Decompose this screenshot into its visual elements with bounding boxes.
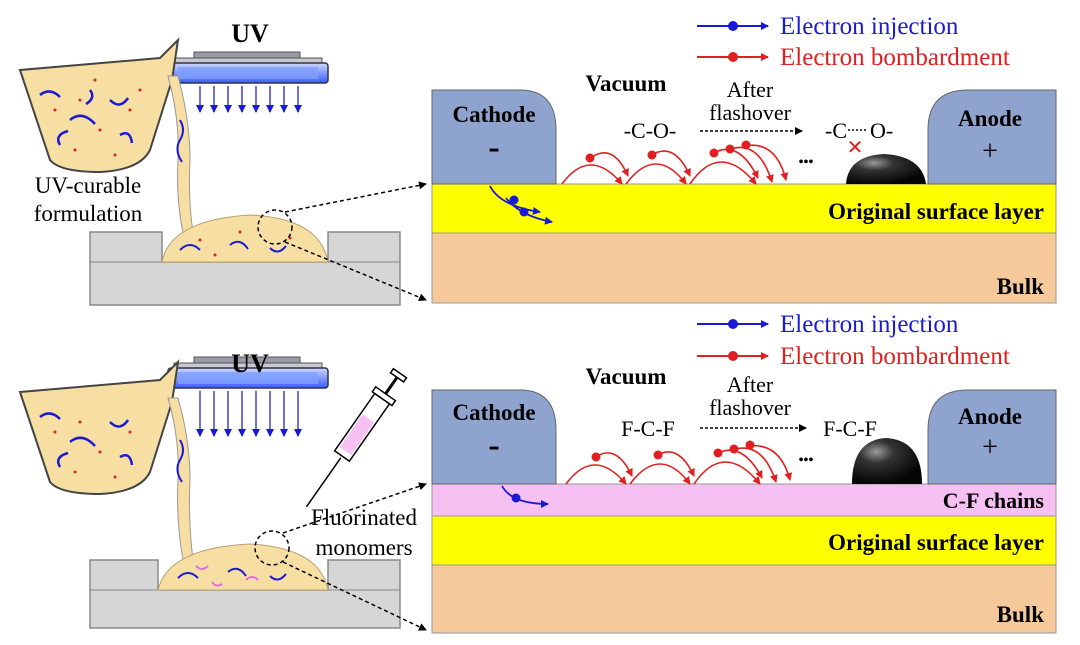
substrate-mold	[89, 209, 401, 306]
after-flashover-line2-bottom: flashover	[709, 395, 792, 420]
cathode-electrode	[431, 89, 557, 185]
surface-layer-label: Original surface layer	[828, 199, 1044, 224]
surface-layer-bottom	[431, 515, 1057, 566]
uv-label-bottom: UV	[231, 349, 269, 378]
legend-top: Electron injection Electron bombardment	[697, 13, 1010, 71]
bottom-preparation: UV Fluorinated monomers	[18, 349, 427, 631]
monomer-label-line2: monomers	[315, 535, 412, 560]
anode-label: Anode	[958, 106, 1022, 131]
group-before: -C-O-	[624, 118, 677, 143]
legend-injection-electron	[728, 21, 738, 31]
anode-label-bottom: Anode	[958, 404, 1022, 429]
legend-bombardment-label: Electron bombardment	[780, 44, 1010, 71]
top-layers: Original surface layer Bulk Cathode - An…	[431, 71, 1057, 304]
injection-bottom	[501, 485, 549, 508]
cf-chains-layer	[431, 483, 1057, 517]
anode-electrode-bottom	[927, 389, 1057, 485]
legend-bottom: Electron injection Electron bombardment	[697, 311, 1010, 370]
uv-label: UV	[231, 19, 269, 48]
legend-bombardment-electron	[728, 52, 738, 62]
group-after-o: O-	[870, 118, 893, 143]
droplet-bottom	[852, 438, 922, 484]
cf-label: C-F chains	[943, 488, 1045, 513]
group-before-bottom: F-C-F	[621, 416, 675, 441]
bulk-label: Bulk	[997, 274, 1045, 299]
pour-stream	[167, 75, 194, 233]
cathode-sign-bottom: -	[488, 427, 499, 464]
beaker-icon-bottom	[18, 359, 180, 496]
anode-sign-bottom: +	[982, 432, 998, 463]
vacuum-label: Vacuum	[586, 71, 667, 96]
legend-injection-label-bottom: Electron injection	[780, 311, 959, 338]
after-flashover-line1: After	[727, 77, 774, 102]
group-after-bottom: F-C-F	[823, 416, 877, 441]
after-flashover-line2: flashover	[709, 100, 792, 125]
zoom-line-lower	[284, 241, 427, 302]
bombardment-electrons-bottom	[591, 440, 755, 462]
cathode-label-bottom: Cathode	[452, 400, 535, 425]
group-after: -C	[825, 118, 847, 143]
syringe-icon	[305, 367, 408, 508]
uv-lamp-icon	[167, 51, 329, 113]
ellipsis: •••	[799, 155, 814, 170]
zoom-line-upper	[284, 181, 427, 213]
bulk-label-bottom: Bulk	[997, 602, 1045, 627]
ellipsis-bottom: •••	[799, 453, 814, 468]
bond-break-icon: ✕	[847, 135, 864, 159]
surface-layer-label-bottom: Original surface layer	[828, 530, 1044, 555]
beaker-icon	[18, 37, 180, 174]
anode-electrode	[927, 89, 1057, 185]
anode-sign: +	[982, 136, 998, 167]
zoom-line-lower-bottom	[282, 561, 427, 631]
bombardment-arcs-top	[561, 144, 789, 185]
formulation-label-line1: UV-curable	[35, 173, 141, 198]
legend-injection-label: Electron injection	[780, 13, 959, 40]
bombardment-electrons-top	[585, 140, 751, 163]
cathode-electrode-bottom	[431, 389, 557, 485]
legend-bombardment-label-bottom: Electron bombardment	[780, 343, 1010, 370]
bulk-layer	[431, 232, 1057, 304]
top-preparation: UV UV-curable formulation	[18, 19, 427, 306]
bombardment-arcs-bottom	[565, 444, 793, 485]
substrate-mold-bottom	[89, 530, 401, 629]
droplet-top	[846, 154, 926, 184]
bulk-layer-bottom	[431, 564, 1057, 634]
cathode-label: Cathode	[452, 102, 535, 127]
bottom-layers: C-F chains Original surface layer Bulk C…	[431, 364, 1057, 634]
monomer-label-line1: Fluorinated	[311, 505, 418, 530]
cathode-sign: -	[488, 129, 499, 166]
after-flashover-line1-bottom: After	[727, 372, 774, 397]
vacuum-label-bottom: Vacuum	[586, 364, 667, 389]
formulation-label-line2: formulation	[34, 201, 143, 226]
